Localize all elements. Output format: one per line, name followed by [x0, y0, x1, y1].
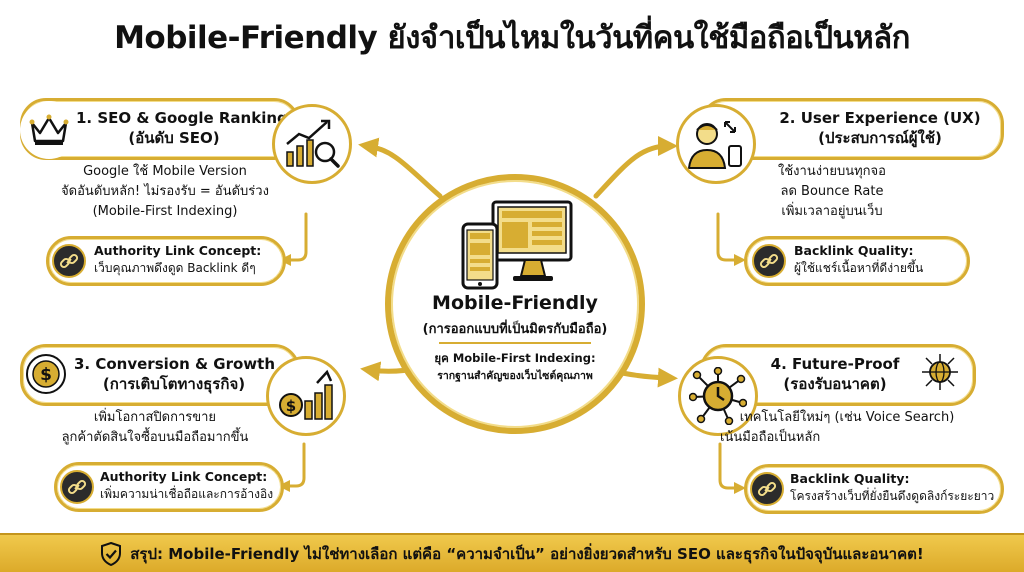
- arrow-ux-sub: [716, 212, 746, 266]
- arrow-seo-sub: [279, 212, 308, 266]
- ux-sub-pill: [744, 236, 970, 286]
- center-circle: Mobile-Friendly (การออกแบบที่เป็นมิตรกับ…: [385, 174, 645, 434]
- conversion-title-line2: (การเติบโตทางธุรกิจ): [102, 375, 246, 393]
- clock-network-icon: [689, 367, 747, 425]
- future-desc-line2: เน้นมือถือเป็นหลัก: [720, 430, 821, 445]
- dollar-icon-circle: $: [26, 354, 66, 394]
- future-title-line1: 4. Future-Proof: [770, 355, 900, 373]
- ux-desc-line1: ใช้งานง่ายบนทุกจอ: [778, 164, 886, 179]
- center-era-line1: ยุค Mobile-First Indexing:: [434, 351, 596, 365]
- arrow-to-ux: [593, 136, 678, 199]
- ux-link-badge: [752, 244, 786, 278]
- arrow-to-seo: [358, 137, 443, 199]
- seo-sub-title: Authority Link Concept:: [94, 243, 262, 258]
- center-divider: [439, 342, 591, 344]
- center-title: Mobile-Friendly: [432, 292, 598, 314]
- conversion-sub-title: Authority Link Concept:: [100, 469, 268, 484]
- conversion-header-pill: [20, 344, 300, 406]
- conversion-desc-line2: ลูกค้าตัดสินใจซื้อบนมือถือมากขึ้น: [61, 430, 249, 445]
- crown-icon: [29, 114, 69, 145]
- summary-banner: สรุป: Mobile-Friendly ไม่ใช่ทางเลือก แต่…: [0, 533, 1024, 572]
- page-title: Mobile-Friendly ยังจำเป็นไหมในวันที่คนใช…: [114, 20, 910, 56]
- future-icon-circle: [678, 356, 758, 436]
- seo-desc-line3: (Mobile-First Indexing): [92, 204, 238, 219]
- chain-link-icon: [59, 253, 79, 269]
- coin-growth-bars-icon: $: [279, 369, 333, 420]
- ux-icon-circle: [676, 104, 756, 184]
- seo-desc-line2: จัดอันดับหลัก! ไม่รองรับ = อันดับร่วง: [61, 184, 269, 199]
- center-subtitle: (การออกแบบที่เป็นมิตรกับมือถือ): [422, 322, 608, 337]
- svg-text:$: $: [286, 397, 296, 415]
- seo-sub-pill: [46, 236, 286, 286]
- globe-network-icon: [922, 354, 958, 390]
- user-phone-icon: [687, 121, 742, 169]
- ux-sub-text: ผู้ใช้แชร์เนื้อหาที่ดีง่ายขึ้น: [794, 261, 924, 275]
- conversion-link-badge: [60, 470, 94, 504]
- seo-title-line2: (อันดับ SEO): [128, 129, 220, 147]
- svg-text:$: $: [40, 365, 52, 385]
- seo-desc-line1: Google ใช้ Mobile Version: [83, 164, 247, 179]
- center-era-line2: รากฐานสำคัญของเว็บไซต์คุณภาพ: [437, 370, 593, 382]
- dollar-coin-icon: $: [32, 360, 60, 388]
- globe-icon-wrapper: [920, 352, 960, 392]
- conversion-desc-line1: เพิ่มโอกาสปิดการขาย: [93, 410, 217, 425]
- chain-link-icon: [759, 253, 779, 269]
- ux-title-line2: (ประสบการณ์ผู้ใช้): [818, 129, 942, 147]
- arrow-conversion-sub: [278, 442, 306, 492]
- arrow-future-sub: [718, 442, 746, 494]
- future-desc-line1: เทคโนโลยีใหม่ๆ (เช่น Voice Search): [739, 410, 955, 425]
- devices-icon: [461, 200, 573, 290]
- future-link-badge: [750, 472, 784, 506]
- seo-side-icon-circle: [272, 104, 352, 184]
- conversion-side-icon-circle: $: [266, 356, 346, 436]
- shield-check-icon: [101, 541, 122, 566]
- chain-link-icon: [67, 479, 87, 495]
- future-sub-title: Backlink Quality:: [790, 471, 910, 486]
- growth-chart-magnifier-icon: [286, 119, 340, 168]
- future-sub-pill: [744, 464, 1004, 514]
- seo-sub-text: เว็บคุณภาพดึงดูด Backlink ดีๆ: [94, 261, 256, 275]
- future-title-line2: (รองรับอนาคต): [783, 375, 887, 393]
- seo-link-badge: [52, 244, 86, 278]
- ux-sub-title: Backlink Quality:: [794, 243, 914, 258]
- chain-link-icon: [757, 481, 777, 497]
- ux-title-line1: 2. User Experience (UX): [779, 109, 981, 127]
- ux-desc-line2: ลด Bounce Rate: [780, 184, 884, 199]
- crown-icon-circle: [20, 101, 78, 159]
- conversion-sub-text: เพิ่มความน่าเชื่อถือและการอ้างอิง: [100, 487, 274, 501]
- conversion-title-line1: 3. Conversion & Growth: [74, 355, 275, 373]
- summary-text: สรุป: Mobile-Friendly ไม่ใช่ทางเลือก แต่…: [130, 544, 924, 563]
- future-sub-text: โครงสร้างเว็บที่ยั่งยืนดึงดูดลิงก์ระยะยา…: [790, 489, 995, 503]
- ux-desc-line3: เพิ่มเวลาอยู่บนเว็บ: [781, 204, 883, 219]
- seo-title-line1: 1. SEO & Google Ranking: [76, 109, 288, 127]
